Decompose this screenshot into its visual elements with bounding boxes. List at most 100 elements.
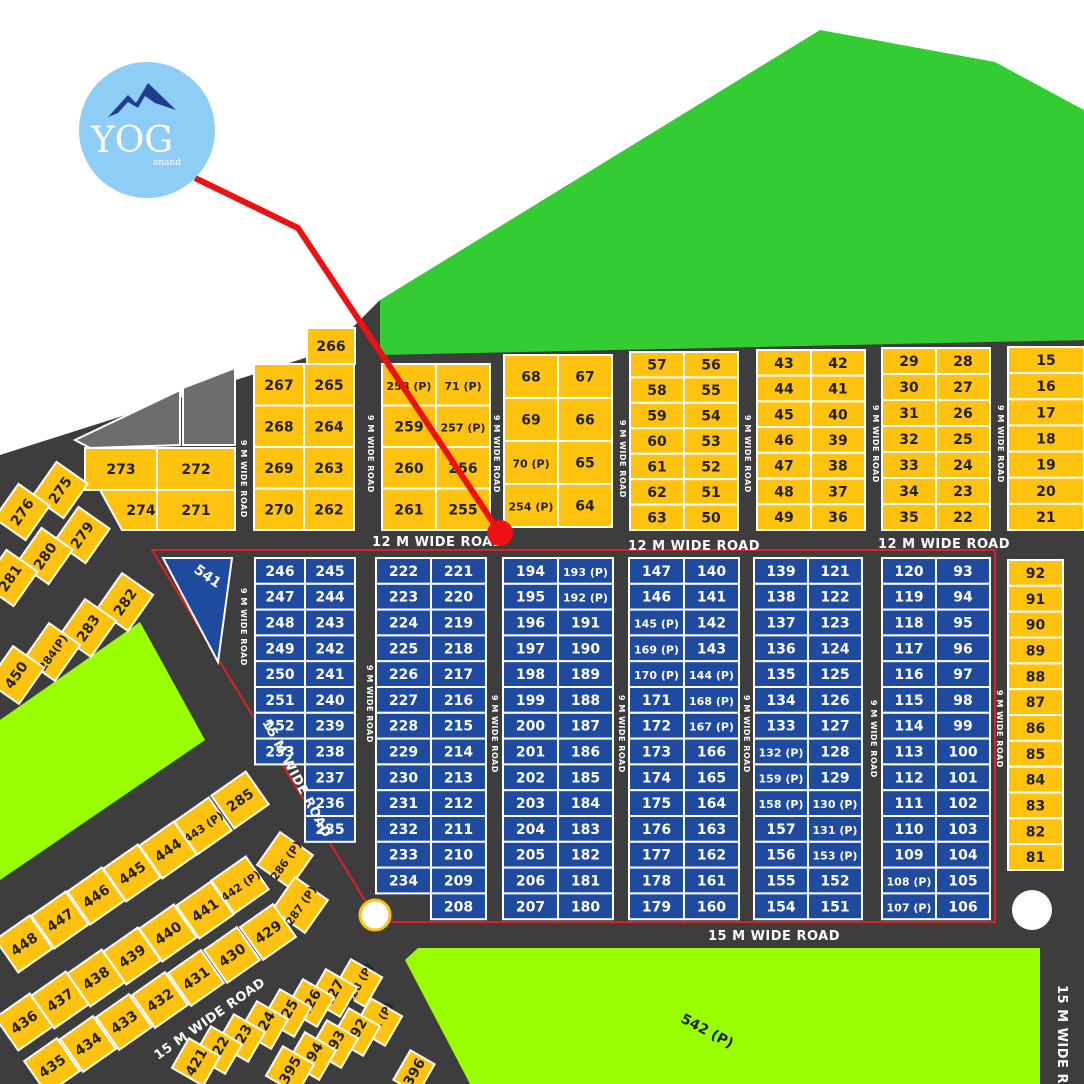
plot[interactable]: 261 (381, 487, 437, 531)
plot[interactable]: 252 (254, 711, 306, 740)
plot[interactable]: 30 (881, 373, 937, 401)
plot[interactable]: 61 (629, 452, 685, 481)
plot[interactable]: 212 (430, 789, 487, 818)
plot[interactable]: 134 (753, 686, 809, 714)
plot[interactable]: 107 (P) (881, 892, 937, 921)
plot[interactable]: 227 (375, 686, 432, 714)
plot[interactable]: 104 (935, 840, 991, 869)
plot[interactable]: 223 (375, 582, 432, 611)
plot[interactable]: 187 (557, 711, 614, 740)
plot[interactable]: 273 (84, 447, 158, 491)
plot[interactable]: 171 (628, 686, 685, 714)
plot[interactable]: 250 (254, 660, 306, 689)
plot[interactable]: 174 (628, 763, 685, 792)
plot[interactable]: 167 (P) (683, 711, 740, 740)
plot[interactable]: 98 (935, 686, 991, 714)
plot[interactable]: 170 (P) (628, 660, 685, 689)
plot[interactable]: 90 (1007, 610, 1064, 639)
plot[interactable]: 33 (881, 451, 937, 479)
plot[interactable]: 16 (1007, 372, 1084, 401)
plot[interactable]: 233 (375, 840, 432, 869)
plot[interactable]: 118 (881, 608, 937, 637)
plot[interactable]: 251 (254, 686, 306, 714)
plot[interactable]: 218 (430, 634, 487, 663)
plot-541[interactable] (161, 557, 234, 666)
plot[interactable]: 56 (683, 351, 739, 379)
plot[interactable]: 245 (304, 557, 356, 585)
plot[interactable]: 29 (881, 347, 937, 375)
plot[interactable]: 228 (375, 711, 432, 740)
plot[interactable]: 17 (1007, 398, 1084, 427)
plot[interactable]: 26 (935, 399, 991, 427)
plot[interactable]: 153 (P) (807, 840, 863, 869)
plot[interactable]: 266 (306, 327, 356, 365)
plot[interactable]: 264 (303, 404, 355, 448)
plot[interactable]: 211 (430, 815, 487, 843)
plot[interactable]: 190 (557, 634, 614, 663)
plot[interactable]: 136 (753, 634, 809, 663)
plot[interactable]: 44 (756, 374, 812, 403)
plot[interactable]: 63 (629, 503, 685, 532)
plot[interactable]: 270 (253, 487, 305, 531)
plot[interactable]: 204 (502, 815, 559, 843)
plot[interactable]: 100 (935, 737, 991, 766)
plot[interactable]: 117 (881, 634, 937, 663)
plot[interactable]: 57 (629, 351, 685, 379)
plot[interactable]: 59 (629, 401, 685, 430)
plot[interactable]: 124 (807, 634, 863, 663)
plot[interactable]: 86 (1007, 714, 1064, 742)
plot[interactable]: 115 (881, 686, 937, 714)
park-542[interactable] (405, 948, 1040, 1084)
plot[interactable]: 141 (683, 582, 740, 611)
plot[interactable]: 224 (375, 608, 432, 637)
plot[interactable]: 41 (810, 374, 866, 403)
plot[interactable]: 445 (101, 843, 163, 903)
plot[interactable]: 155 (753, 866, 809, 895)
plot[interactable]: 202 (502, 763, 559, 792)
plot[interactable]: 20 (1007, 476, 1084, 505)
plot[interactable]: 249 (254, 634, 306, 663)
plot[interactable]: 185 (557, 763, 614, 792)
plot[interactable]: 23 (935, 477, 991, 505)
plot[interactable]: 276 (0, 482, 52, 542)
plot[interactable]: 430 (202, 925, 262, 985)
plot[interactable]: 88 (1007, 662, 1064, 691)
plot[interactable]: 58 (629, 376, 685, 404)
plot[interactable]: 143 (683, 634, 740, 663)
plot[interactable]: 102 (935, 789, 991, 818)
plot[interactable]: 94 (935, 582, 991, 611)
plot[interactable]: 109 (881, 840, 937, 869)
plot[interactable]: 192 (P) (557, 582, 614, 611)
plot[interactable]: 433 (94, 992, 154, 1052)
plot[interactable]: 267 (253, 363, 305, 407)
plot[interactable]: 200 (502, 711, 559, 740)
plot[interactable]: 201 (502, 737, 559, 766)
plot[interactable]: 168 (P) (683, 686, 740, 714)
plot[interactable]: 243 (304, 608, 356, 637)
plot[interactable]: 235 (304, 815, 356, 843)
plot[interactable]: 113 (881, 737, 937, 766)
plot[interactable]: 22 (935, 503, 991, 531)
plot[interactable]: 66 (557, 397, 613, 442)
plot[interactable]: 178 (628, 866, 685, 895)
plot[interactable]: 434 (58, 1014, 118, 1074)
plot[interactable]: 105 (935, 866, 991, 895)
plot[interactable]: 125 (807, 660, 863, 689)
plot[interactable]: 231 (375, 789, 432, 818)
plot[interactable]: 93 (935, 557, 991, 585)
plot[interactable]: 46 (756, 426, 812, 454)
plot[interactable]: 133 (753, 711, 809, 740)
plot[interactable]: 123 (807, 608, 863, 637)
plot[interactable]: 126 (807, 686, 863, 714)
plot[interactable]: 206 (502, 866, 559, 895)
plot[interactable]: 181 (557, 866, 614, 895)
plot[interactable]: 135 (753, 660, 809, 689)
plot[interactable]: 91 (1007, 584, 1064, 613)
plot[interactable]: 173 (628, 737, 685, 766)
plot[interactable]: 213 (430, 763, 487, 792)
plot[interactable]: 69 (503, 397, 559, 442)
plot[interactable]: 92 (1007, 559, 1064, 587)
plot[interactable]: 441 (174, 880, 236, 940)
plot[interactable]: 188 (557, 686, 614, 714)
plot[interactable]: 179 (628, 892, 685, 921)
